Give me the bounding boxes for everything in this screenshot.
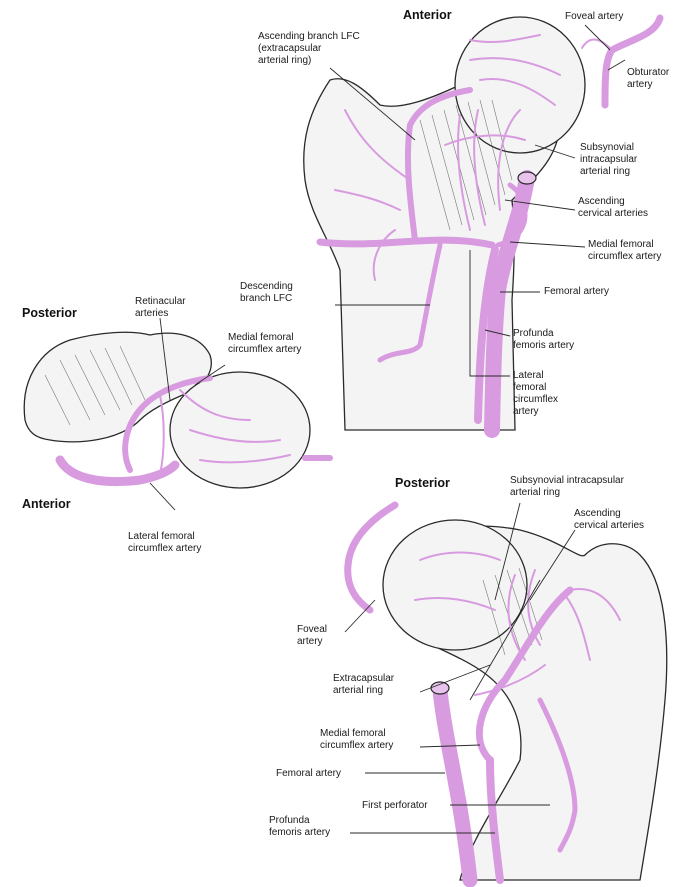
label-subsynovial-ring-bottom: Subsynovial intracapsular arterial ring: [510, 475, 624, 499]
foveal-artery-vessel-top: [582, 40, 612, 50]
label-ascending-cervical-bottom: Ascending cervical arteries: [574, 508, 644, 532]
label-femoral-artery-top: Femoral artery: [544, 286, 609, 298]
femoral-artery-posterior: [440, 690, 470, 880]
label-ascending-branch-lfc: Ascending branch LFC (extracapsular arte…: [258, 31, 360, 67]
label-obturator-artery: Obturator artery: [627, 67, 669, 91]
posterior-proximal-femur: [348, 505, 667, 880]
heading-posterior-left: Posterior: [22, 306, 77, 320]
anterior-proximal-femur: [304, 17, 660, 430]
label-retinacular-arteries: Retinacular arteries: [135, 296, 186, 320]
obturator-artery-vessel: [605, 18, 660, 105]
label-medial-femoral-left: Medial femoral circumflex artery: [228, 332, 301, 356]
heading-posterior-bottom: Posterior: [395, 476, 450, 490]
label-lateral-femoral-top: Lateral femoral circumflex artery: [513, 370, 558, 418]
label-medial-femoral-bottom: Medial femoral circumflex artery: [320, 728, 393, 752]
label-profunda-top: Profunda femoris artery: [513, 328, 574, 352]
heading-anterior-left: Anterior: [22, 497, 71, 511]
heading-anterior-top: Anterior: [403, 8, 452, 22]
label-medial-femoral-top: Medial femoral circumflex artery: [588, 239, 661, 263]
label-descending-branch-lfc: Descending branch LFC: [240, 281, 293, 305]
lateral-circumflex-left: [60, 460, 175, 482]
label-ascending-cervical-top: Ascending cervical arteries: [578, 196, 648, 220]
femoral-artery-cut-posterior: [431, 682, 449, 694]
label-lateral-femoral-left: Lateral femoral circumflex artery: [128, 531, 201, 555]
lateral-circumflex-anterior: [320, 240, 492, 245]
label-first-perforator: First perforator: [362, 800, 428, 812]
femoral-artery-cut-end: [518, 172, 536, 184]
label-femoral-artery-bottom: Femoral artery: [276, 768, 341, 780]
label-profunda-bottom: Profunda femoris artery: [269, 815, 330, 839]
femoral-head-posterior: [383, 520, 527, 650]
label-extracapsular-ring: Extracapsular arterial ring: [333, 673, 394, 697]
label-foveal-artery-top: Foveal artery: [565, 11, 623, 23]
label-subsynovial-ring-top: Subsynovial intracapsular arterial ring: [580, 142, 637, 178]
label-foveal-artery-bottom: Foveal artery: [297, 624, 327, 648]
